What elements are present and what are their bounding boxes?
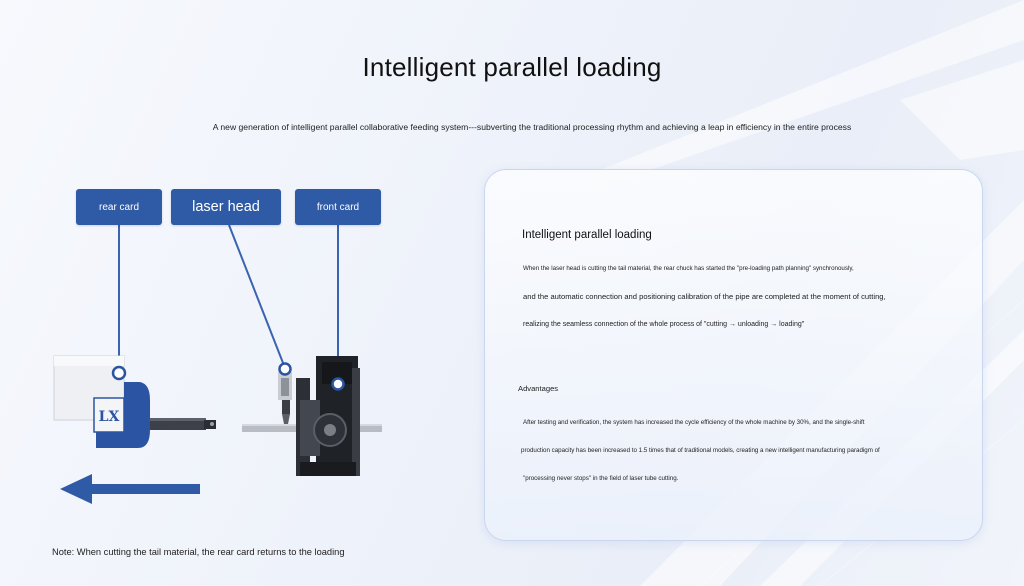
info-card: Intelligent parallel loading When the la… (484, 169, 983, 541)
advantage-line-3: "processing never stops" in the field of… (523, 475, 679, 482)
laser-head-anchor (278, 362, 292, 376)
laser-head-unit (278, 372, 292, 424)
front-card-anchor (331, 377, 345, 391)
card-line-2: and the automatic connection and positio… (523, 292, 886, 301)
rear-chuck: LX (53, 355, 216, 448)
advantage-line-1: After testing and verification, the syst… (523, 419, 865, 426)
page-subtitle: A new generation of intelligent parallel… (212, 122, 852, 132)
chuck-logo: LX (99, 409, 120, 425)
page-title: Intelligent parallel loading (362, 52, 662, 82)
loading-diagram: LX (53, 224, 382, 504)
rear-card-anchor (111, 365, 127, 381)
rear-card-label: rear card (76, 189, 162, 225)
diagram-note: Note: When cutting the tail material, th… (52, 547, 345, 557)
laser-head-label: laser head (171, 189, 281, 225)
laser-head-connector (228, 224, 286, 369)
front-card-label: front card (295, 189, 381, 225)
card-line-1: When the laser head is cutting the tail … (523, 265, 854, 272)
card-title: Intelligent parallel loading (522, 229, 652, 241)
card-line-3: realizing the seamless connection of the… (523, 321, 805, 328)
front-chuck (296, 356, 360, 476)
advantage-line-2: production capacity has been increased t… (521, 447, 880, 454)
left-arrow-icon (60, 474, 200, 504)
advantages-title: Advantages (518, 384, 559, 393)
